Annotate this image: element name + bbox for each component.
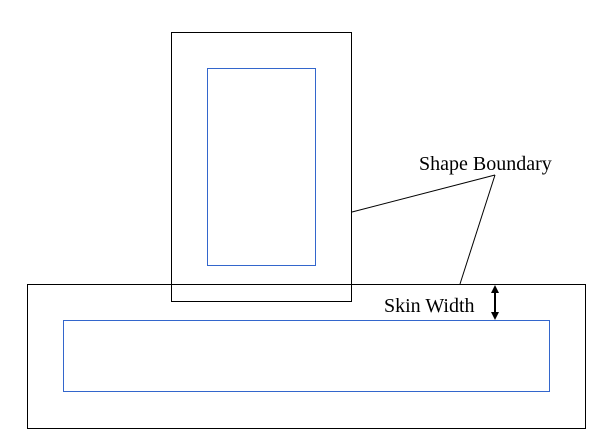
leader-line-lower <box>459 174 496 285</box>
skin-width-label: Skin Width <box>384 295 475 317</box>
upper-shape-boundary <box>171 32 352 302</box>
lower-shape-boundary <box>27 284 586 429</box>
lower-shape-inner <box>63 320 550 392</box>
upper-shape-inner <box>207 68 316 266</box>
leader-line-upper <box>351 174 496 213</box>
shape-boundary-label: Shape Boundary <box>419 153 552 175</box>
